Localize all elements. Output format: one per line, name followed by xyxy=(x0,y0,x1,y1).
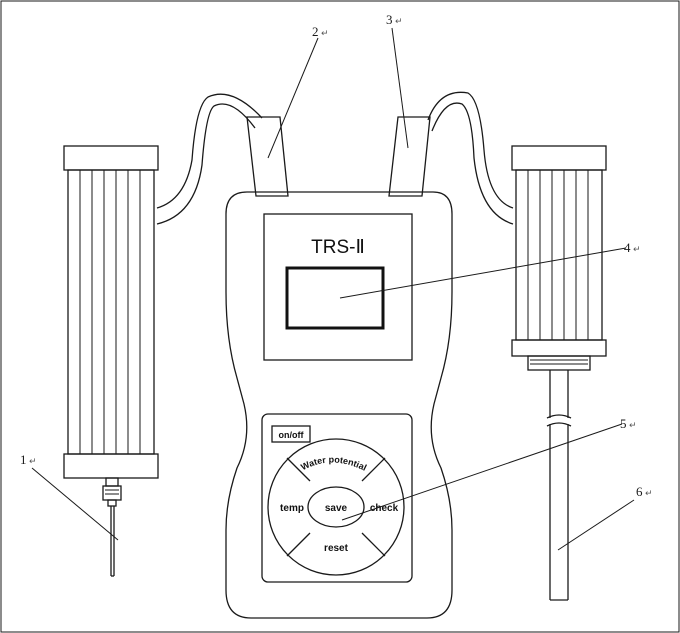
callout-6-number: 6 xyxy=(636,484,643,499)
direction-pad xyxy=(267,438,405,576)
right-probe-rod xyxy=(546,370,572,601)
svg-text:Water potential: Water potential xyxy=(299,454,368,472)
leader-line-4 xyxy=(339,247,627,299)
leader-line-5 xyxy=(341,423,623,521)
keypad-outer-ring xyxy=(267,438,405,576)
model-label: TRS-Ⅱ xyxy=(311,237,365,258)
keypad-panel xyxy=(261,413,413,583)
return-mark-icon: ↵ xyxy=(629,421,637,431)
right-cable xyxy=(427,91,514,225)
return-mark-icon: ↵ xyxy=(645,489,653,499)
save-button[interactable]: save xyxy=(307,486,365,528)
callout-2-number: 2 xyxy=(312,24,319,39)
right-sensor xyxy=(511,145,607,371)
callout-2: 2 ↵ xyxy=(312,24,329,39)
return-mark-icon: ↵ xyxy=(395,17,403,27)
callout-1: 1 ↵ xyxy=(20,452,37,467)
save-button-label: save xyxy=(325,503,348,514)
check-button-label: check xyxy=(370,503,399,514)
left-sensor xyxy=(63,145,159,479)
temp-button-label: temp xyxy=(280,503,304,514)
right-plug xyxy=(388,116,431,197)
reset-button[interactable]: reset xyxy=(324,543,349,554)
return-mark-icon: ↵ xyxy=(633,245,641,255)
left-probe xyxy=(102,477,122,577)
leader-line-2 xyxy=(267,37,319,159)
callout-3-number: 3 xyxy=(386,12,393,27)
power-button[interactable]: on/off xyxy=(271,425,311,443)
callout-6: 6 ↵ xyxy=(636,484,653,499)
lcd-screen xyxy=(285,266,385,330)
water-potential-label: Water potential xyxy=(299,454,368,472)
power-button-label: on/off xyxy=(279,430,305,440)
leader-line-6 xyxy=(557,499,635,551)
check-button[interactable]: check xyxy=(370,503,399,514)
return-mark-icon: ↵ xyxy=(29,457,37,467)
leader-line-3 xyxy=(391,27,409,149)
callout-4-number: 4 xyxy=(624,240,631,255)
return-mark-icon: ↵ xyxy=(321,29,329,39)
water-potential-button[interactable]: Water potential xyxy=(299,454,368,472)
callout-3: 3 ↵ xyxy=(386,12,403,27)
display-panel: TRS-Ⅱ xyxy=(263,213,413,361)
meter-body xyxy=(225,191,453,619)
callout-4: 4 ↵ xyxy=(624,240,641,255)
left-cable xyxy=(156,93,263,225)
temp-button[interactable]: temp xyxy=(280,503,304,514)
callout-1-number: 1 xyxy=(20,452,27,467)
callout-5-number: 5 xyxy=(620,416,627,431)
leader-line-1 xyxy=(31,467,119,541)
reset-button-label: reset xyxy=(324,543,349,554)
callout-5: 5 ↵ xyxy=(620,416,637,431)
left-plug xyxy=(246,116,289,197)
